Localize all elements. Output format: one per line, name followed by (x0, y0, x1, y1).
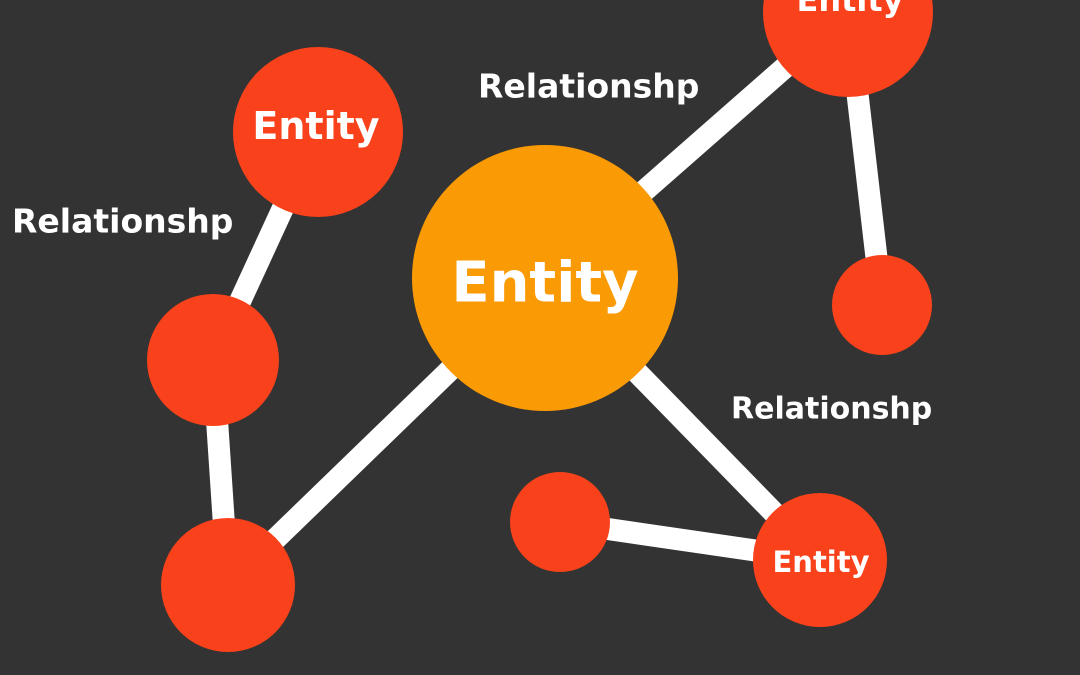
relationship-label-right: Relationshp (731, 392, 932, 427)
relationship-labels: Relationshp Relationshp Relationshp (12, 67, 932, 427)
relationship-label-left: Relationshp (12, 202, 233, 241)
bottom-mid-node (510, 472, 610, 572)
central-entity-label: Entity (451, 251, 638, 316)
nodes (147, 0, 933, 652)
central-entity-node (412, 145, 678, 411)
bottom-right-entity-label: Entity (772, 545, 869, 579)
top-left-entity-label: Entity (252, 104, 379, 148)
left-mid-node (147, 294, 279, 426)
top-right-entity-label: Entity (796, 0, 903, 19)
node-labels: Entity Entity Entity Entity (252, 0, 903, 579)
right-mid-node (832, 255, 932, 355)
bottom-right-entity-node (753, 493, 887, 627)
top-right-entity-node (763, 0, 933, 97)
top-left-entity-node (233, 47, 403, 217)
bottom-left-node (161, 518, 295, 652)
relationship-label-top: Relationshp (478, 67, 699, 106)
